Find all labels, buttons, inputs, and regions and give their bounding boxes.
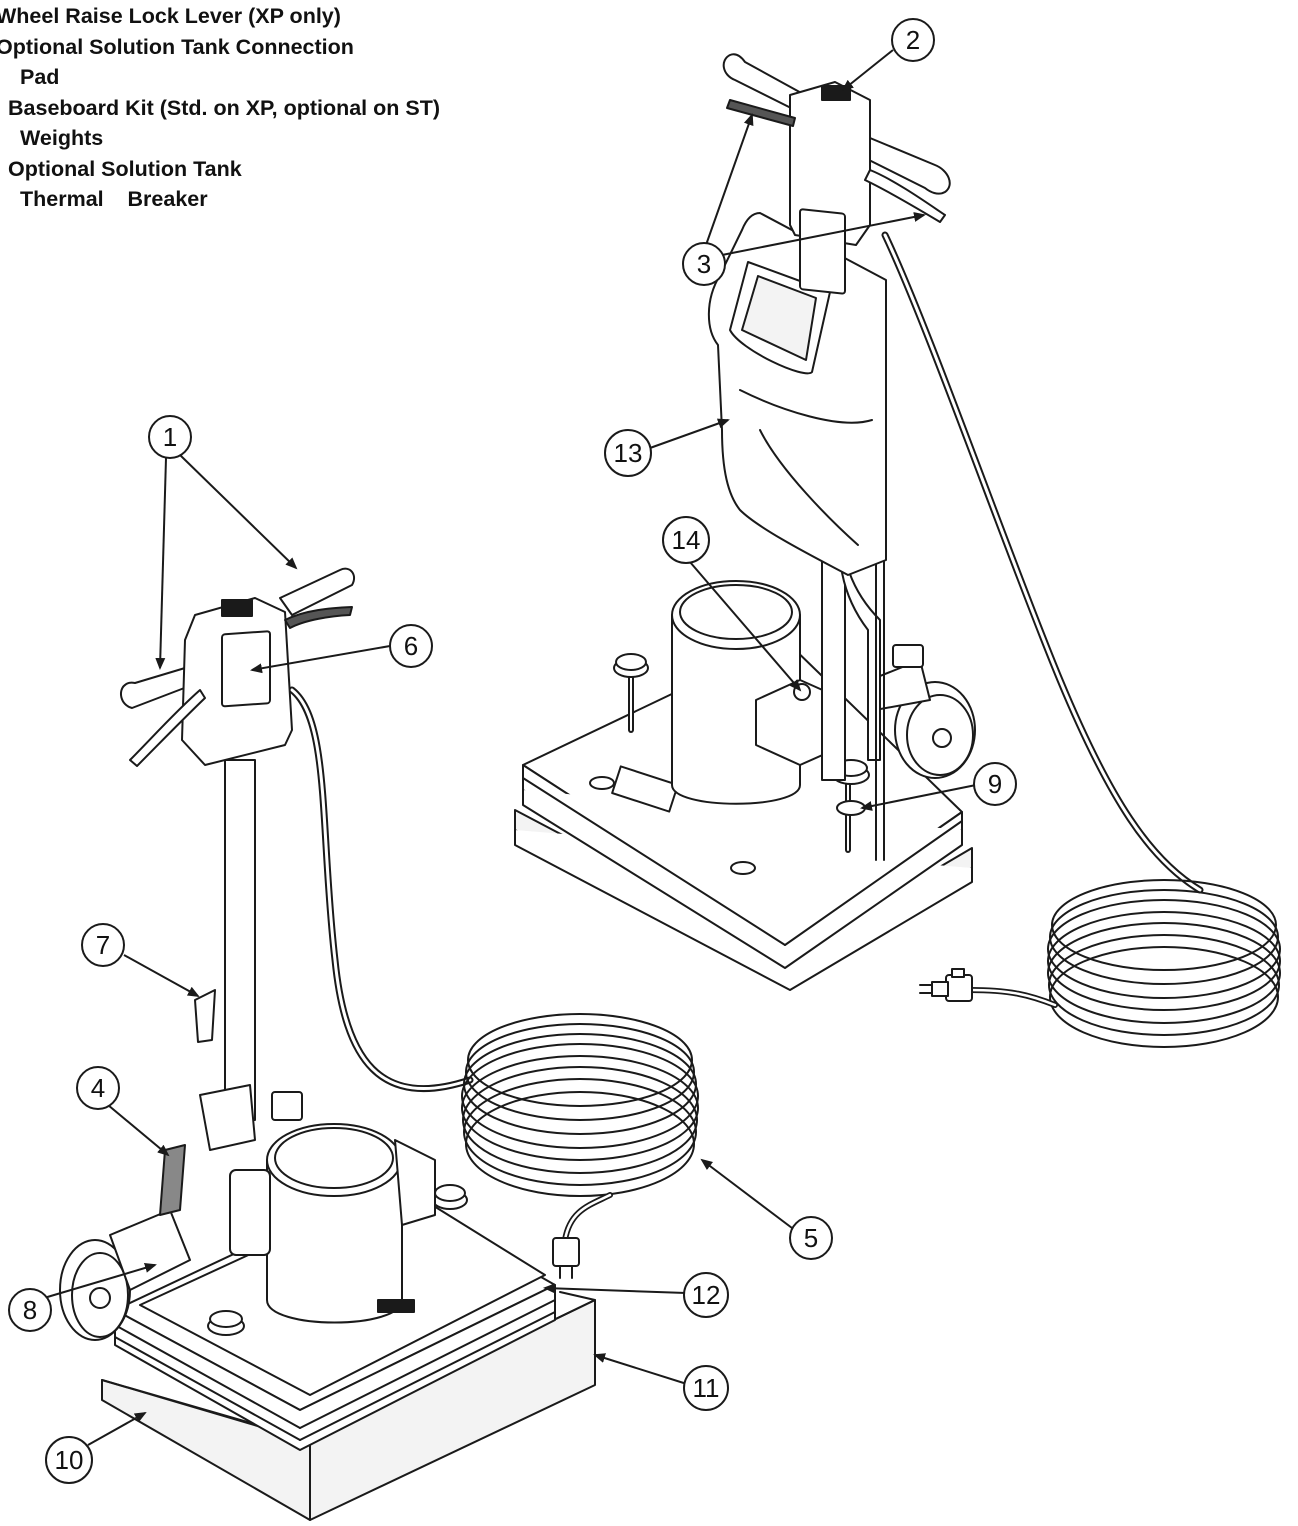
svg-text:1: 1	[163, 422, 177, 452]
legend-item-optional-solution-tank: Optional Solution Tank	[8, 157, 242, 181]
leader-1a	[155, 457, 167, 670]
leader-14	[689, 561, 802, 692]
callout-13: 13	[604, 429, 652, 477]
leader-3b	[721, 212, 926, 256]
right-plug-icon	[919, 968, 973, 1002]
svg-text:6: 6	[404, 631, 418, 661]
leader-7	[123, 954, 200, 997]
left-handlebar-right-grip	[279, 567, 356, 616]
svg-text:11: 11	[693, 1373, 720, 1403]
svg-text:4: 4	[91, 1073, 105, 1103]
legend-item-weights: Weights	[20, 126, 104, 150]
leader-lines	[43, 49, 977, 1446]
right-weight-knob-left	[613, 653, 649, 733]
right-handlebar-right-grip	[864, 137, 951, 195]
legend-item-pad: Pad	[20, 65, 60, 89]
svg-text:2: 2	[906, 25, 920, 55]
leader-10	[87, 1412, 147, 1446]
right-lever-right	[864, 169, 946, 223]
callout-8: 8	[8, 1288, 52, 1332]
callout-10: 10	[45, 1436, 93, 1484]
right-solution-tank	[707, 212, 887, 576]
svg-text:7: 7	[96, 930, 110, 960]
left-weight-knob-front	[207, 1310, 245, 1336]
right-machine	[514, 53, 1281, 1048]
left-machine	[59, 567, 699, 1521]
legend-item-thermal-breaker: Thermal Breaker	[20, 187, 208, 211]
callout-9: 9	[973, 762, 1017, 806]
leader-13	[649, 418, 730, 449]
callout-12: 12	[683, 1272, 729, 1318]
leader-2	[841, 49, 894, 92]
callout-14: 14	[662, 516, 710, 564]
legend-item-optional-solution-tank-connection: Optional Solution Tank Connection	[0, 35, 354, 59]
left-lever-left	[129, 689, 206, 767]
right-motor	[671, 614, 801, 805]
left-wheel	[59, 1239, 131, 1341]
svg-text:9: 9	[988, 769, 1002, 799]
callout-7: 7	[81, 923, 125, 967]
right-cord-coil	[881, 231, 1281, 1048]
callouts: 1 2 3 4 5 6 7 8 9 10 11 12 13 14	[8, 18, 1017, 1484]
leader-9	[860, 784, 977, 811]
callout-1: 1	[148, 415, 192, 459]
leader-4	[107, 1104, 170, 1157]
callout-11: 11	[683, 1365, 729, 1411]
leader-8	[43, 1263, 157, 1299]
svg-text:3: 3	[697, 249, 711, 279]
leader-12	[543, 1283, 687, 1294]
svg-text:10: 10	[55, 1445, 84, 1475]
leader-1b	[179, 454, 298, 570]
svg-text:12: 12	[692, 1280, 721, 1310]
leader-6	[250, 645, 391, 674]
legend-item-wheel-raise-lock-lever: Wheel Raise Lock Lever (XP only)	[0, 4, 341, 28]
left-wheel-raise-lock-lever	[194, 989, 216, 1043]
callout-2: 2	[891, 18, 935, 62]
right-lever-left	[726, 99, 796, 127]
right-wheel	[894, 681, 976, 779]
left-plug-icon	[552, 1237, 580, 1279]
callout-4: 4	[76, 1066, 120, 1110]
leader-3a	[705, 113, 754, 246]
left-weight-knob-back	[432, 1184, 468, 1210]
svg-text:14: 14	[672, 525, 701, 555]
callout-5: 5	[789, 1216, 833, 1260]
left-handle-tube	[224, 759, 256, 1121]
leader-11	[593, 1353, 691, 1386]
left-tank-connection	[159, 1144, 186, 1216]
callout-6: 6	[389, 624, 433, 668]
callout-3: 3	[682, 242, 726, 286]
legend-item-baseboard-kit: Baseboard Kit (Std. on XP, optional on S…	[8, 96, 441, 120]
left-cord-coil	[288, 686, 699, 1243]
svg-text:8: 8	[23, 1295, 37, 1325]
leader-5	[700, 1158, 793, 1229]
svg-text:13: 13	[614, 438, 643, 468]
svg-text:5: 5	[804, 1223, 818, 1253]
left-lever-right	[284, 606, 353, 629]
